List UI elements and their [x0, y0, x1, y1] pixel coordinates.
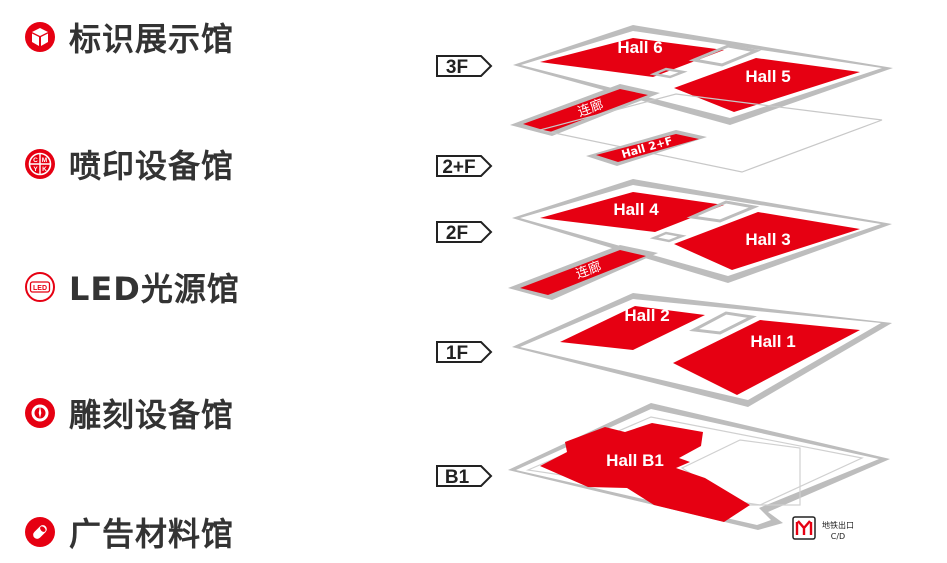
- floor-2f: Hall 4 Hall 3: [512, 179, 892, 283]
- floor-tag-2plusf-label: 2+F: [442, 157, 475, 178]
- floor-tag-2f-label: 2F: [446, 223, 468, 244]
- metro-exit-sub: C/D: [831, 532, 845, 541]
- legend-label: LED光源馆: [69, 270, 240, 308]
- legend-label: 广告材料馆: [69, 515, 235, 553]
- hall-2plusf-area: [596, 134, 699, 162]
- hall-4-label: Hall 4: [613, 200, 659, 219]
- hall-2plusf-label: Hall 2+F: [620, 134, 674, 161]
- cmyk-letter-c: C: [33, 157, 38, 164]
- material-roll-icon: [25, 517, 55, 547]
- legend-item-materials: 广告材料馆: [25, 509, 234, 555]
- skylight: [686, 200, 760, 223]
- engraving-blade-icon: [25, 398, 55, 428]
- hall-6-label: Hall 6: [617, 38, 662, 57]
- floor-tag-3f: 3F: [436, 55, 493, 78]
- hall-5-label: Hall 5: [745, 67, 790, 86]
- floor-b1: Hall B1: [508, 403, 890, 530]
- cmyk-letter-m: M: [42, 157, 47, 164]
- hall-4-area: [540, 192, 724, 232]
- legend-label: 喷印设备馆: [69, 147, 235, 185]
- atrium: [649, 231, 687, 243]
- metro-exit: 地铁出口 C/D: [792, 516, 854, 541]
- floor-tag-2plusf: 2+F: [436, 155, 493, 178]
- hall-1-label: Hall 1: [750, 332, 795, 351]
- legend-label: 雕刻设备馆: [69, 396, 235, 434]
- metro-exit-label: 地铁出口: [822, 520, 854, 530]
- corridor-3f-area: [523, 89, 648, 132]
- floor-2plusf-outline: [539, 93, 883, 173]
- hall-2-area: [560, 306, 705, 350]
- floor-tag-1f: 1F: [436, 341, 493, 364]
- floor-3f: Hall 6 Hall 5: [513, 25, 893, 125]
- floor-1f: Hall 2 Hall 1: [512, 293, 892, 407]
- legend-item-printing: C M Y K 喷印设备馆: [25, 141, 234, 187]
- atrium: [649, 67, 688, 79]
- corridor-2f-area: [520, 250, 646, 295]
- metro-icon-glyph: [797, 520, 811, 535]
- legend-item-engraving: 雕刻设备馆: [25, 390, 234, 436]
- floor-tag-b1: B1: [436, 465, 493, 488]
- cmyk-letter-k: K: [42, 166, 47, 173]
- skylight: [688, 44, 762, 67]
- hall-3-area: [674, 212, 860, 270]
- floor-tag-2f: 2F: [436, 221, 493, 244]
- hall-3-label: Hall 3: [745, 230, 790, 249]
- floor-tag-b1-label: B1: [445, 467, 470, 488]
- hall-6-area: [540, 38, 724, 77]
- cmyk-letter-y: Y: [33, 166, 38, 173]
- legend-label: 标识展示馆: [69, 20, 235, 58]
- hall-2-label: Hall 2: [624, 306, 669, 325]
- skylight: [689, 311, 757, 335]
- legend-item-led: LED LED光源馆: [25, 264, 240, 310]
- cmyk-icon: C M Y K: [25, 149, 55, 179]
- cube-icon: [25, 22, 55, 52]
- floor-tag-1f-label: 1F: [446, 343, 468, 364]
- legend-item-signage: 标识展示馆: [25, 14, 234, 60]
- led-icon: LED: [25, 272, 55, 302]
- hall-b1-label: Hall B1: [606, 451, 664, 470]
- floor-tag-3f-label: 3F: [446, 57, 468, 78]
- led-icon-text: LED: [33, 285, 47, 292]
- hall-5-area: [674, 58, 860, 112]
- corridor-2f: 连廊: [508, 245, 658, 300]
- hall-b1-area: [540, 423, 750, 522]
- corridor-3f: 连廊: [510, 84, 660, 136]
- hall-1-area: [673, 320, 860, 395]
